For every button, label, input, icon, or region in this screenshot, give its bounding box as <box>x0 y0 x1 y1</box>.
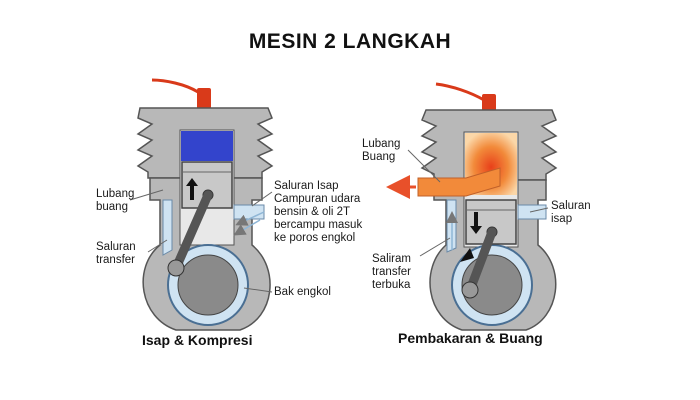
spark-plug-icon <box>197 88 211 112</box>
intake-port <box>233 204 265 220</box>
piston-up-arrow-icon <box>186 178 198 200</box>
label-left-intake-note: Campuran udara bensin & oli 2T bercampu … <box>274 193 363 244</box>
connecting-rod <box>465 227 497 295</box>
connecting-rod <box>171 190 213 273</box>
piston-down-arrow-icon <box>470 212 482 234</box>
transfer-channel <box>162 199 173 256</box>
diagram-title: MESIN 2 LANGKAH <box>248 30 452 53</box>
exhaust-port <box>417 167 501 197</box>
compressed-mixture <box>181 131 233 161</box>
crank-flywheel <box>177 254 239 316</box>
label-right-transfer-open: Saliram transfer terbuka <box>372 253 411 291</box>
left-engine <box>129 78 274 331</box>
label-left-intake-channel: Saluran Isap <box>274 180 339 192</box>
caption-left-engine: Isap & Kompresi <box>142 332 253 348</box>
right-engine <box>386 82 558 331</box>
caption-right-engine: Pembakaran & Buang <box>398 330 543 346</box>
label-left-transfer-channel: Saluran transfer <box>96 241 136 266</box>
label-left-crankcase: Bak engkol <box>274 286 331 298</box>
spark-plug-wire <box>151 78 199 94</box>
spark-plug-wire <box>435 82 485 102</box>
label-right-intake-channel: Saluran isap <box>551 200 591 225</box>
rotation-arrow-icon <box>460 248 474 262</box>
label-left-exhaust-port: Lubang buang <box>96 188 135 213</box>
label-right-exhaust-port: Lubang Buang <box>362 138 401 163</box>
